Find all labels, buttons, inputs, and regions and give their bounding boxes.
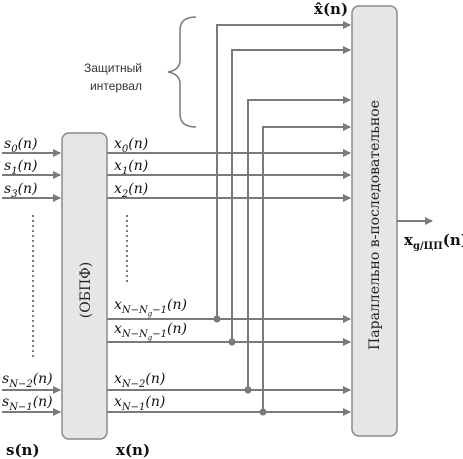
junction-dot <box>213 315 221 323</box>
ifft-block-label: (ОБПФ) <box>78 262 94 319</box>
bottom-label-s: s(n) <box>6 441 40 459</box>
junction-dot <box>259 408 267 416</box>
ps-block-label: Параллельно в-последовательное <box>367 100 383 350</box>
output-signal-label: x2(n) <box>114 181 148 200</box>
output-signal-label: x0(n) <box>114 136 148 155</box>
cyclic-prefix-lines <box>216 21 351 412</box>
output-label: xg/ЦП(n) <box>404 231 463 252</box>
output-signal-label: xN−1(n) <box>114 394 165 413</box>
input-label: s0(n) <box>4 136 38 155</box>
output-signal-label: xN−Ng−1(n) <box>114 321 187 342</box>
output-signal-label: xN−Ng−1(n) <box>114 297 187 318</box>
guard-label-line2: интервал <box>90 79 142 93</box>
junction-dots <box>213 315 267 416</box>
output-signal-label: x1(n) <box>114 158 148 177</box>
cp-copy-line <box>247 96 351 390</box>
input-label: s1(n) <box>4 158 38 177</box>
input-label: sN−2(n) <box>2 371 53 390</box>
parallel-arrows <box>107 149 351 416</box>
junction-dot <box>244 386 252 394</box>
ifft-block <box>61 132 108 440</box>
guard-interval-brace <box>167 16 197 128</box>
bottom-label-x: x(n) <box>116 441 150 459</box>
output-signal-label: xN−2(n) <box>114 371 165 390</box>
top-label: x̂(n) <box>314 0 348 18</box>
junction-dot <box>228 338 236 346</box>
cp-copy-line <box>231 46 351 342</box>
input-arrows <box>2 149 61 416</box>
input-label: sN−1(n) <box>2 394 53 413</box>
cp-copy-line <box>216 21 351 319</box>
input-label: s3(n) <box>4 181 38 200</box>
guard-label-line1: Защитный <box>84 61 142 75</box>
cp-copy-line <box>262 123 351 412</box>
